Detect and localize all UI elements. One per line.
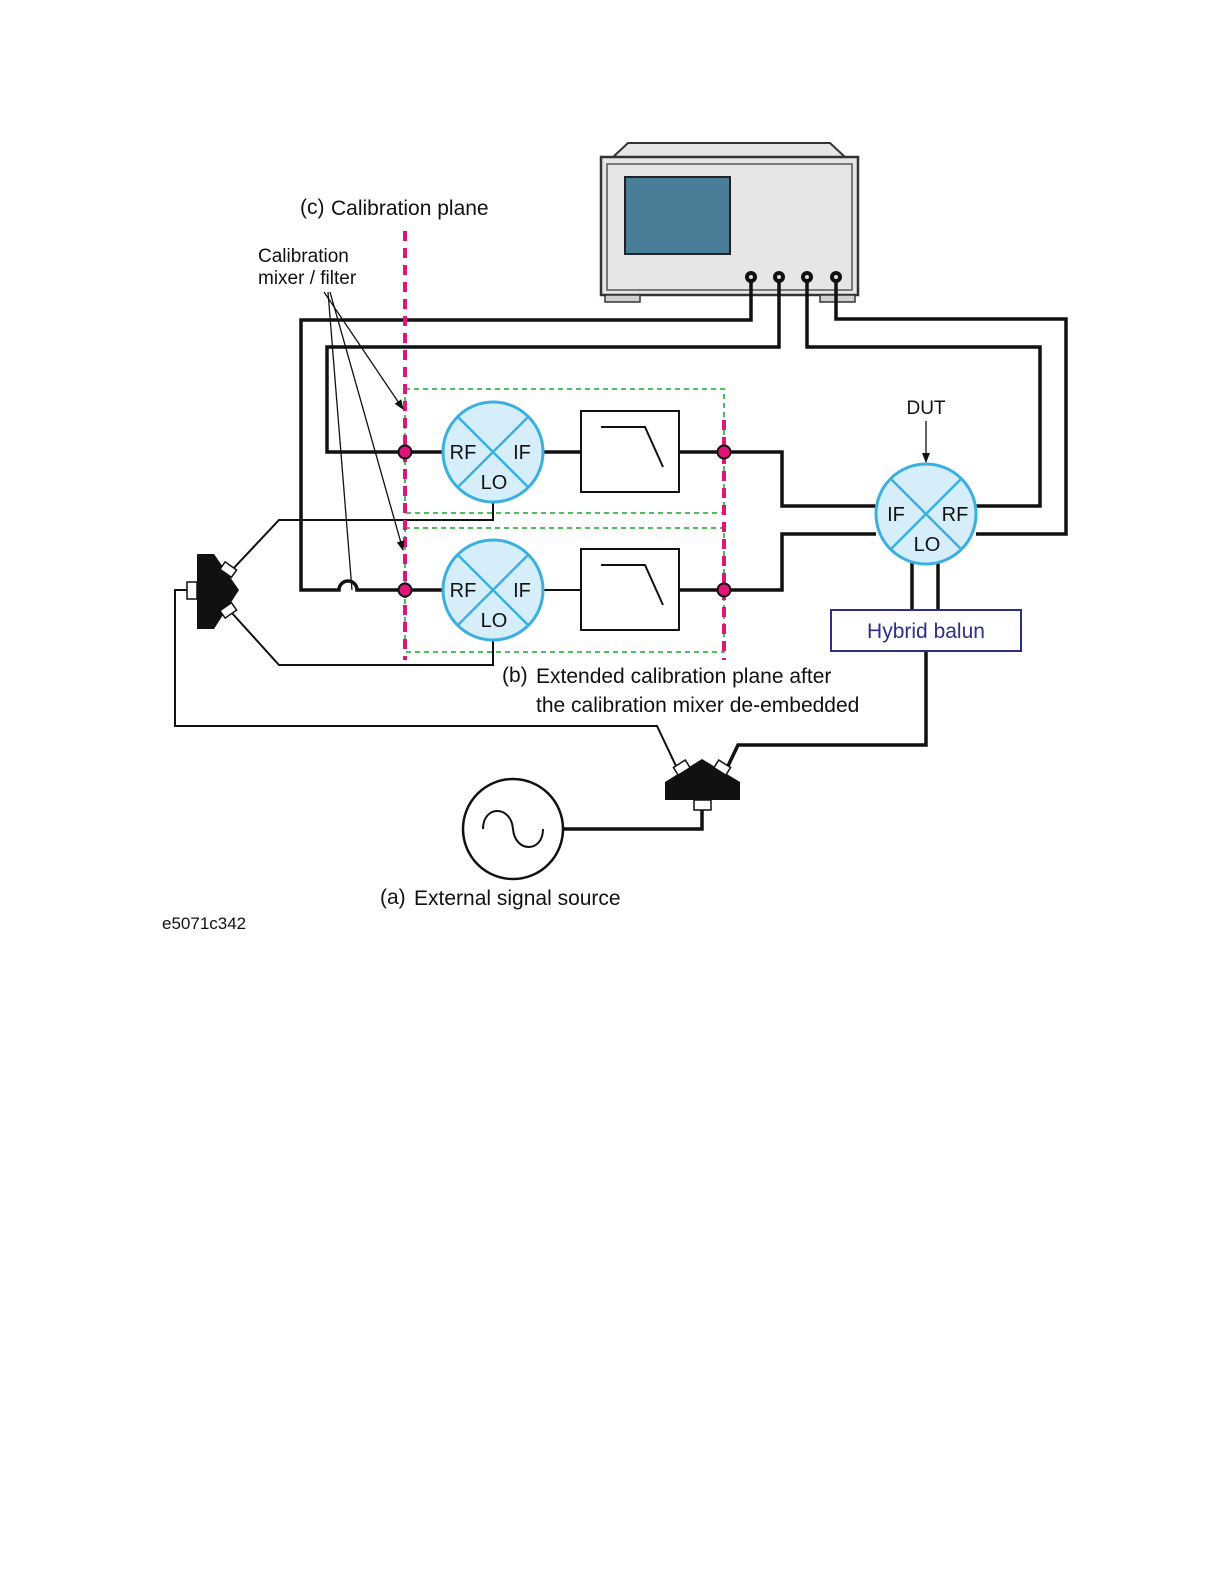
figure-id: e5071c342 [162,914,246,933]
dut-label: DUT [906,398,945,419]
bottom-power-splitter [665,759,740,810]
calibration-mixer-label-line2: mixer / filter [258,268,357,289]
dut-lo-label: LO [914,534,941,556]
calibration-mixer-upper: RF IF LO [443,402,543,502]
mixer-lo-label: LO [481,472,508,494]
analyzer-screen [625,177,730,254]
dut-if-label: IF [887,504,905,526]
mixer-if-label: IF [513,580,531,602]
hybrid-balun-label: Hybrid balun [867,620,985,643]
calibration-plane-label: Calibration plane [331,197,489,220]
left-power-splitter [187,554,239,629]
mixer-rf-label: RF [450,442,477,464]
extended-plane-label-line2: the calibration mixer de-embedded [536,694,859,717]
lowpass-filter-upper [581,411,679,492]
extended-plane-tag: (b) [502,664,528,687]
hybrid-balun: Hybrid balun [831,610,1021,651]
calibration-plane-tag: (c) [300,196,325,219]
dut-rf-label: RF [942,504,969,526]
lo-lines [175,500,676,766]
extended-plane-label-line1: Extended calibration plane after [536,665,831,688]
lowpass-filter-lower [581,549,679,630]
mixer-lo-label: LO [481,610,508,632]
signal-source-label: External signal source [414,887,621,910]
mixer-rf-label: RF [450,580,477,602]
signal-source-tag: (a) [380,886,406,909]
signal-source [463,779,563,879]
network-analyzer [601,143,858,302]
dut-mixer: IF RF LO [876,464,976,564]
calibration-mixer-lower: RF IF LO [443,540,543,640]
calibration-mixer-label-line1: Calibration [258,246,349,267]
mixer-if-label: IF [513,442,531,464]
